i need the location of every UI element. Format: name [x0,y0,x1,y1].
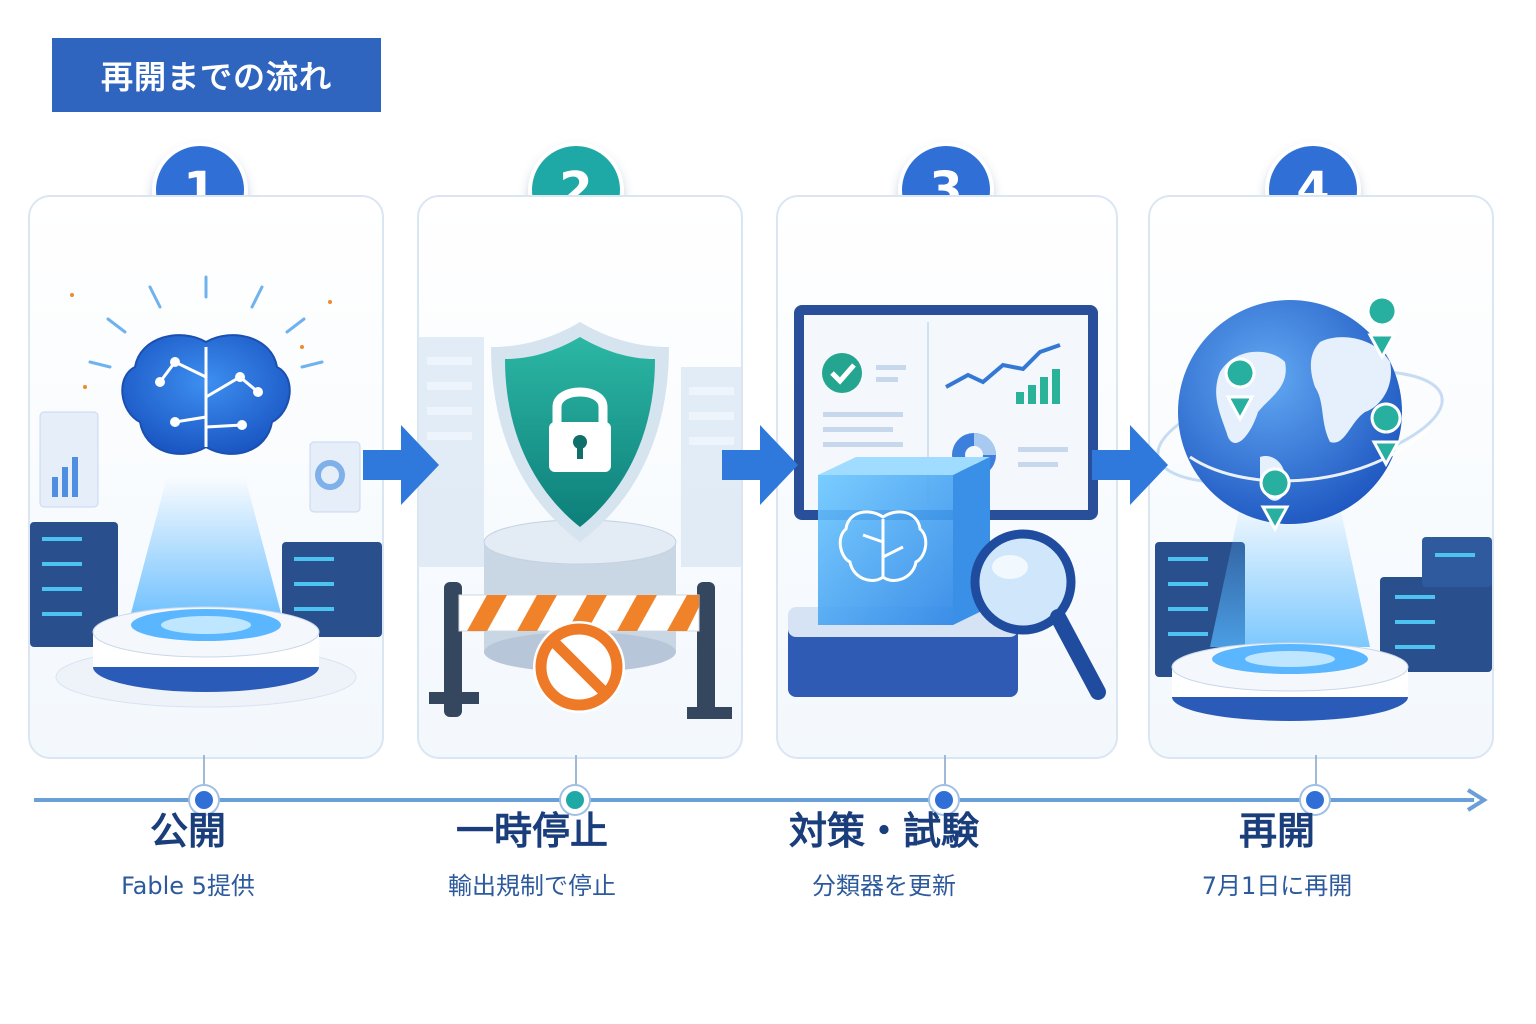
step-4-title: 再開 [1238,809,1315,853]
arrow-right-icon [1092,425,1168,505]
step-1-connector [203,755,205,787]
step-3-subtitle: 分類器を更新 [812,872,956,900]
arrowhead-icon [1466,788,1488,812]
step-3-connector [944,755,946,787]
step-1-panel [28,195,384,759]
security-shield-lock-icon [419,322,741,719]
timeline-dot-3 [930,786,958,814]
timeline-dot-1 [190,786,218,814]
step-2-connector [575,755,577,787]
step-1-subtitle: Fable 5提供 [121,872,255,900]
timeline-dot-4 [1301,786,1329,814]
arrow-right-icon [363,425,439,505]
step-2-panel [417,195,743,759]
step-4-subtitle: 7月1日に再開 [1201,872,1353,900]
step-2-title: 一時停止 [455,809,608,853]
step-4-connector [1315,755,1317,787]
page-title: 再開までの流れ [52,38,381,112]
timeline-dot-2 [561,786,589,814]
step-3-panel [776,195,1118,759]
arrow-right-icon [722,425,798,505]
dashboard-analysis-icon [788,305,1106,700]
step-2-subtitle: 輸出規制で停止 [448,872,616,900]
ai-brain-hologram-icon [30,275,382,708]
step-3-title: 対策・試験 [788,809,979,853]
step-4-panel [1148,195,1494,759]
timeline-line [34,798,1474,802]
globe-network-icon [1155,295,1492,721]
step-1-title: 公開 [149,809,226,853]
